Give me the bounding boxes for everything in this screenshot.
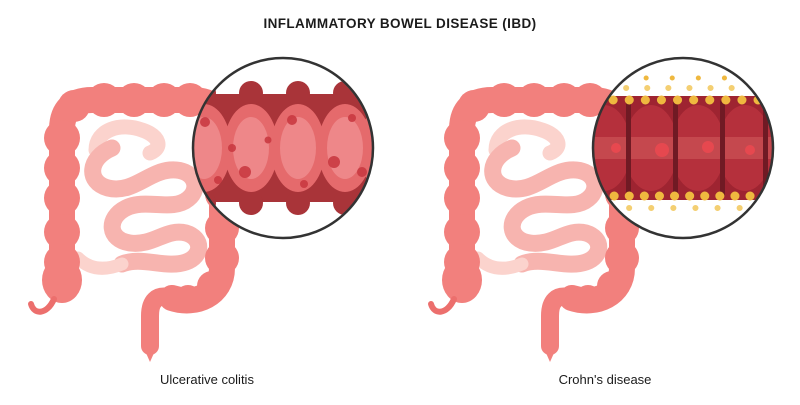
magnifier-border [591,56,775,240]
crohn-inflammation-spots [611,141,755,157]
crohn-bowel-cross-section [594,75,772,211]
page-title: INFLAMMATORY BOWEL DISEASE (IBD) [263,16,537,31]
label-ulcerative-colitis: Ulcerative colitis [160,372,254,387]
crohn-magnified-view [591,56,775,240]
creeping-fat-deposits [594,75,772,211]
crohn-fissures [626,100,768,196]
inflammation-spots [200,114,367,188]
uc-magnified-view [191,56,375,240]
crohn-lumen-band [594,137,772,159]
label-crohns-disease: Crohn's disease [558,372,652,387]
uc-bowel-cross-section [194,81,372,215]
magnifier-border [191,56,375,240]
